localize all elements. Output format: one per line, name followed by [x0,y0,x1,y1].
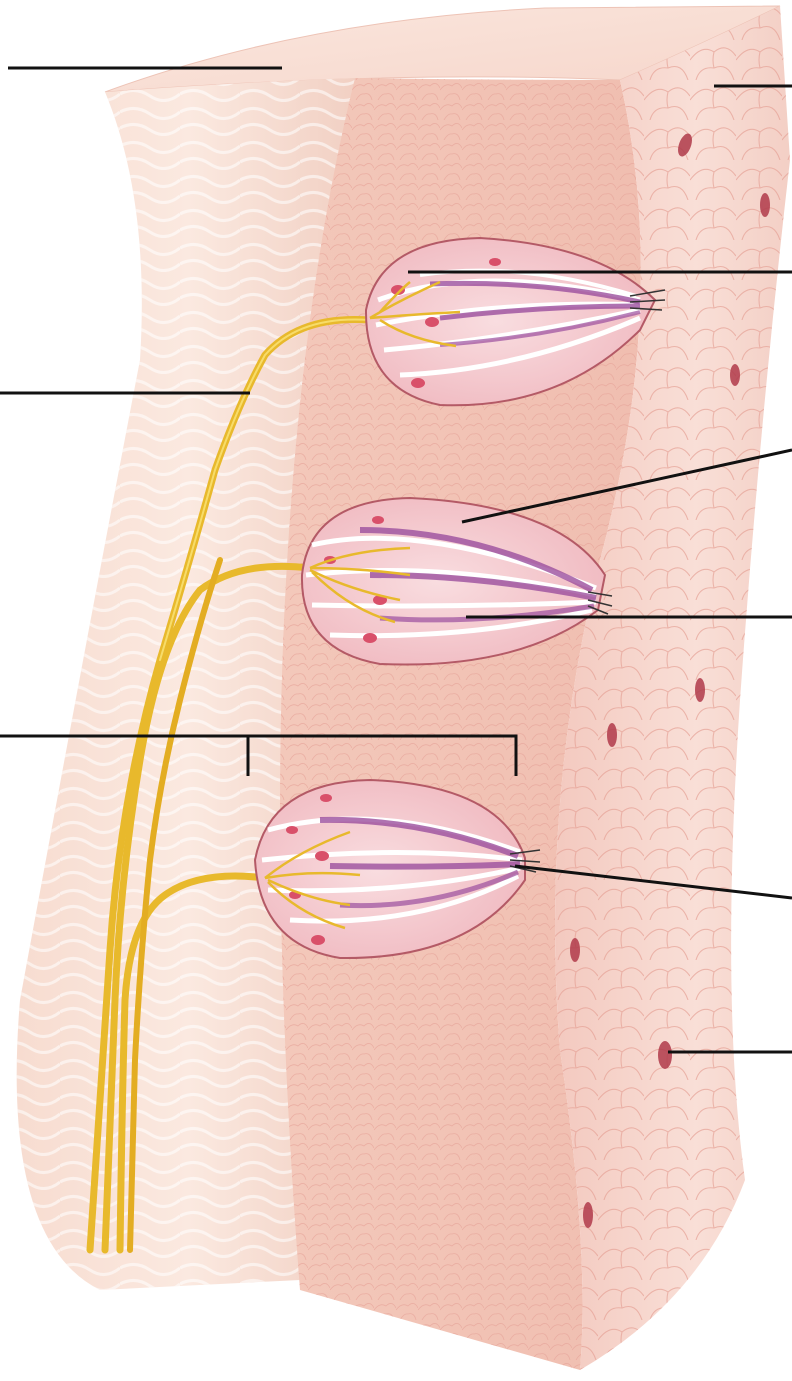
diagram-stage [0,0,792,1381]
taste-bud-diagram [0,0,792,1381]
